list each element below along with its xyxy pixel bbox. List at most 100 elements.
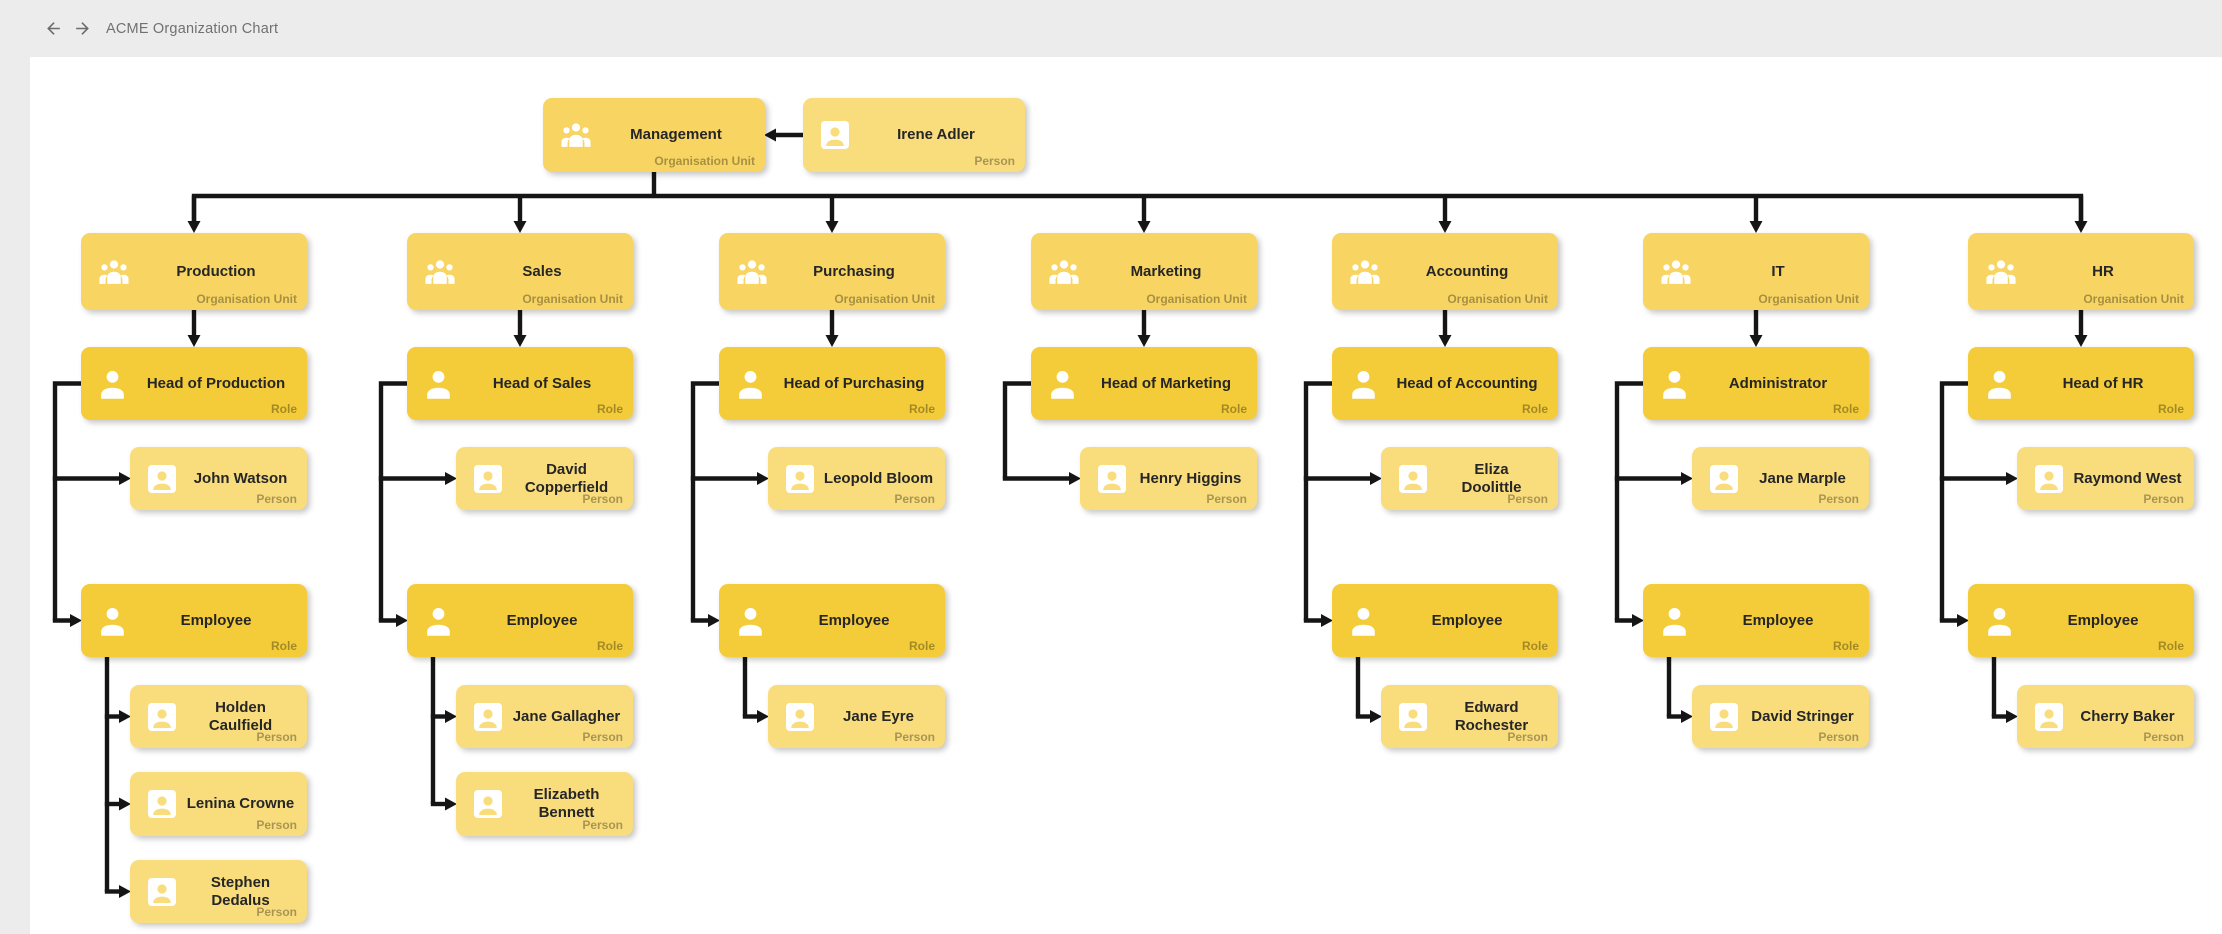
node-type-label: Person — [894, 730, 935, 744]
node-type-label: Organisation Unit — [196, 292, 297, 306]
node-label: Irene Adler — [897, 126, 975, 143]
arrowhead — [1681, 472, 1693, 485]
person-card-icon — [474, 702, 502, 731]
node-label: David Copperfield — [524, 460, 609, 496]
arrowhead — [825, 221, 839, 233]
arrowhead — [1069, 472, 1081, 485]
node-label: HR — [2092, 262, 2114, 280]
person-card-icon — [2035, 702, 2063, 731]
node-type-label: Person — [582, 492, 623, 506]
arrowhead — [2006, 710, 2018, 723]
role-person-icon — [737, 606, 764, 636]
node-type-label: Organisation Unit — [1447, 292, 1548, 306]
node-type-label: Organisation Unit — [1758, 292, 1859, 306]
node-label: Marketing — [1130, 262, 1202, 280]
org-unit-group-icon — [425, 259, 455, 284]
arrowhead — [119, 472, 131, 485]
node-label: Stephen Dedalus — [210, 873, 271, 909]
node-type-label: Person — [894, 492, 935, 506]
arrowhead — [1321, 614, 1333, 627]
org-unit-group-icon — [561, 123, 591, 148]
node-type-label: Role — [1832, 639, 1859, 653]
person-card-icon — [148, 464, 176, 493]
node-label: Administrator — [1728, 374, 1828, 392]
arrow-back-icon[interactable] — [44, 19, 63, 38]
arrowhead — [445, 710, 457, 723]
node-type-label: Person — [1507, 730, 1548, 744]
role-person-icon — [1350, 369, 1377, 399]
arrowhead — [1137, 221, 1151, 233]
node-hr[interactable]: HR Organisation Unit — [1968, 233, 2194, 310]
node-type-label: Person — [256, 818, 297, 832]
node-label: Employee — [818, 611, 890, 629]
role-person-icon — [99, 606, 126, 636]
role-person-icon — [425, 369, 452, 399]
arrowhead — [708, 614, 720, 627]
node-label: Eliza Doolittle — [1461, 460, 1522, 496]
person-card-icon — [786, 702, 814, 731]
org-unit-group-icon — [1661, 259, 1691, 284]
node-label: John Watson — [193, 469, 288, 487]
role-person-icon — [1661, 606, 1688, 636]
arrowhead — [1438, 221, 1452, 233]
node-label: Head of Purchasing — [783, 374, 925, 392]
arrowhead — [119, 797, 131, 811]
arrowhead — [757, 472, 769, 485]
arrowhead — [1749, 335, 1763, 347]
arrowhead — [70, 614, 82, 627]
person-card-icon — [474, 790, 502, 818]
person-card-icon — [1098, 464, 1126, 493]
node-type-label: Organisation Unit — [522, 292, 623, 306]
org-unit-group-icon — [1986, 259, 2016, 284]
node-label: Jane Eyre — [843, 707, 914, 725]
node-label: Lenina Crowne — [186, 795, 295, 812]
arrow-forward-icon[interactable] — [73, 19, 92, 38]
node-type-label: Organisation Unit — [2083, 292, 2184, 306]
arrowhead — [119, 885, 131, 898]
person-card-icon — [821, 121, 849, 149]
node-type-label: Role — [1220, 402, 1247, 416]
person-card-icon — [1710, 464, 1738, 493]
org-unit-group-icon — [1350, 259, 1380, 284]
node-label: Employee — [2067, 611, 2139, 629]
node-type-label: Person — [256, 730, 297, 744]
